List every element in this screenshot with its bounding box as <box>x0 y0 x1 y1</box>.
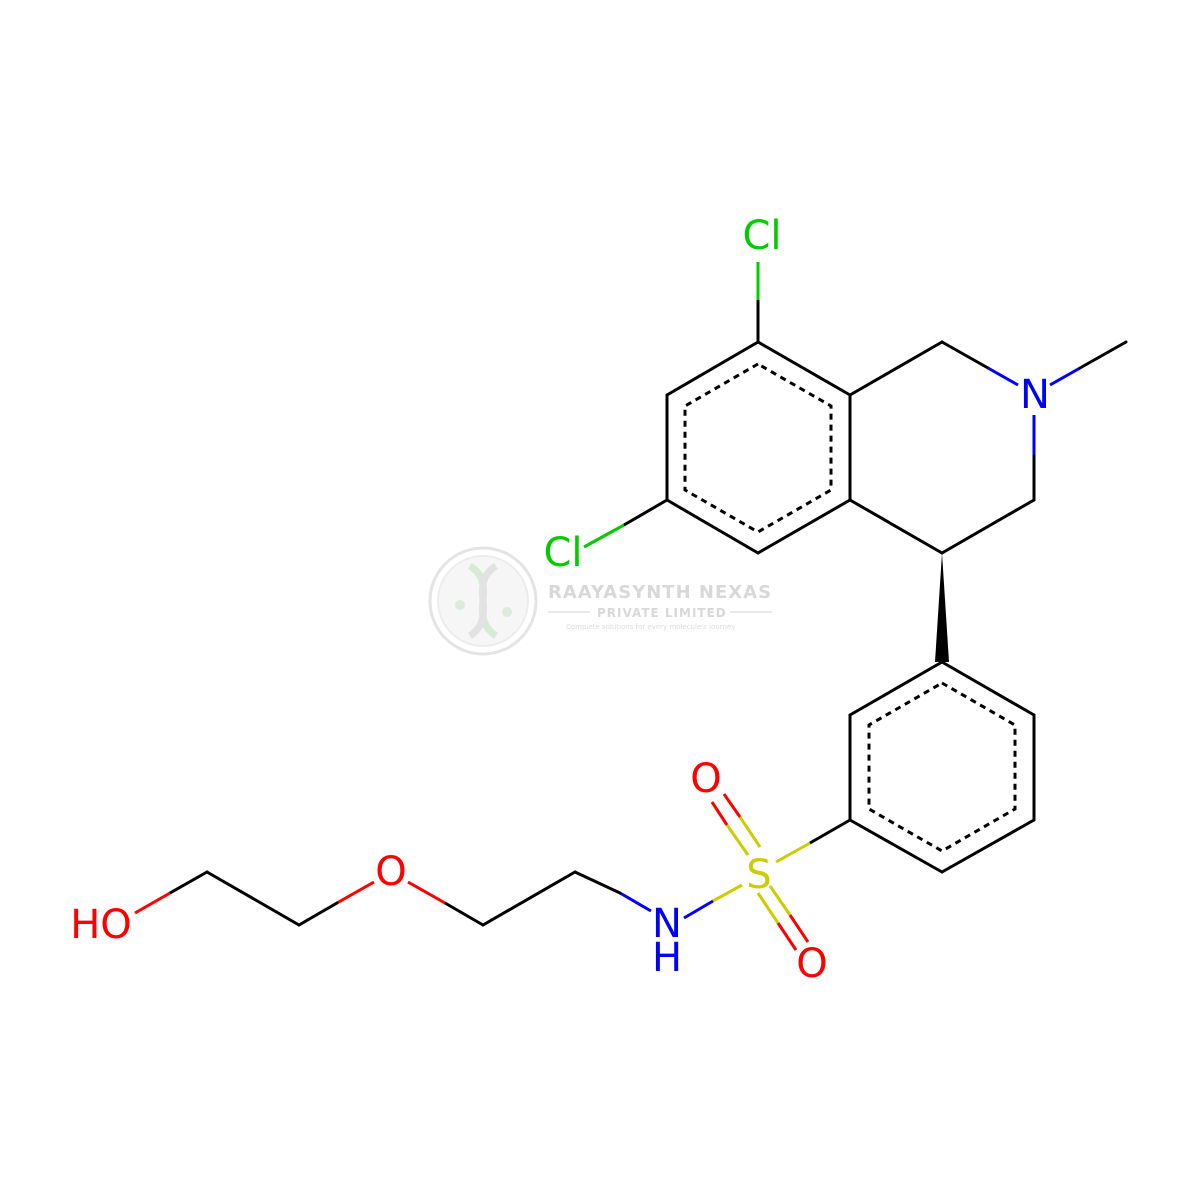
bond-ch2-ether <box>297 901 339 927</box>
bond-ch2-ch2 <box>481 870 577 927</box>
nitrogen-atom-nh: N <box>652 901 682 947</box>
bond-ch2 <box>573 870 622 895</box>
bond-n-methyl-half <box>1049 366 1081 387</box>
bond-ether-o-half <box>336 880 375 905</box>
bond-c6-cl <box>622 498 669 527</box>
chlorine-atom-top: Cl <box>742 213 781 259</box>
bond-n-s-half <box>683 899 714 920</box>
chlorine-atom-left: Cl <box>543 530 582 576</box>
bond-ch2-oh <box>168 870 209 895</box>
oxygen-atom-bottom: O <box>796 941 827 987</box>
bond-oh-half <box>134 891 171 915</box>
wedge-bond <box>935 553 949 662</box>
watermark: RAAYASYNTH NEXAS PRIVATE LIMITED Complet… <box>428 546 772 656</box>
hydroxyl-group: HO <box>70 902 132 948</box>
bond-s-aryl-half <box>775 841 811 864</box>
piperidine-ring <box>848 340 1036 555</box>
bond-cl-left-half <box>583 523 625 549</box>
bond-s-n-half <box>712 883 743 903</box>
oxygen-atom-top: O <box>690 756 721 802</box>
bond-ch2-o <box>443 901 485 927</box>
bond-aryl-s <box>808 818 852 845</box>
dichlorobenzene-ring <box>665 340 852 555</box>
watermark-tagline: Complete solutions for every molecule's … <box>566 623 735 631</box>
watermark-title: RAAYASYNTH NEXAS <box>548 582 772 603</box>
watermark-subtitle: PRIVATE LIMITED <box>597 606 727 620</box>
dna-helix-logo <box>428 546 538 656</box>
hydrogen-atom-nh: H <box>652 935 682 981</box>
bond-o-ch2-half <box>407 880 446 905</box>
bond-n-ch2-half <box>619 891 652 913</box>
bond-methyl <box>1078 340 1128 370</box>
bond-ch2-ch2-oh <box>205 870 301 927</box>
phenyl-ring <box>848 660 1036 874</box>
sulfur-atom: S <box>746 852 771 898</box>
oxygen-atom-ether: O <box>375 849 406 895</box>
nitrogen-atom-ring: N <box>1020 372 1050 418</box>
